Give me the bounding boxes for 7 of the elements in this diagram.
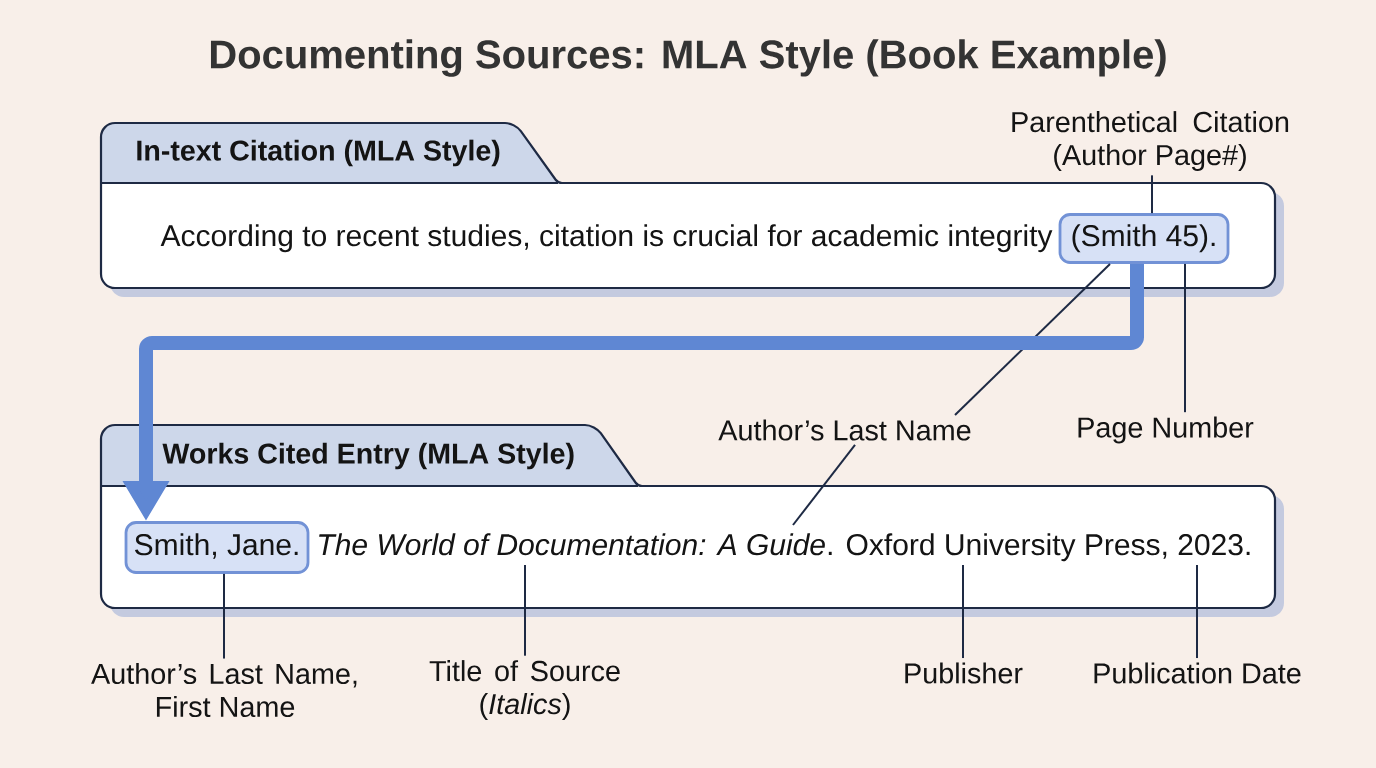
callout-label: Title of Source (Italics) — [429, 660, 620, 720]
leader-line — [954, 262, 1111, 417]
leader-line — [1184, 262, 1186, 414]
callout-label: Author’s Last Name, First Name — [91, 662, 357, 718]
callout-label: Publisher — [905, 662, 1023, 684]
callout-label: Publication Date — [1094, 662, 1301, 684]
title: Documenting Sources: MLA Style (Book Example) — [210, 39, 1166, 77]
